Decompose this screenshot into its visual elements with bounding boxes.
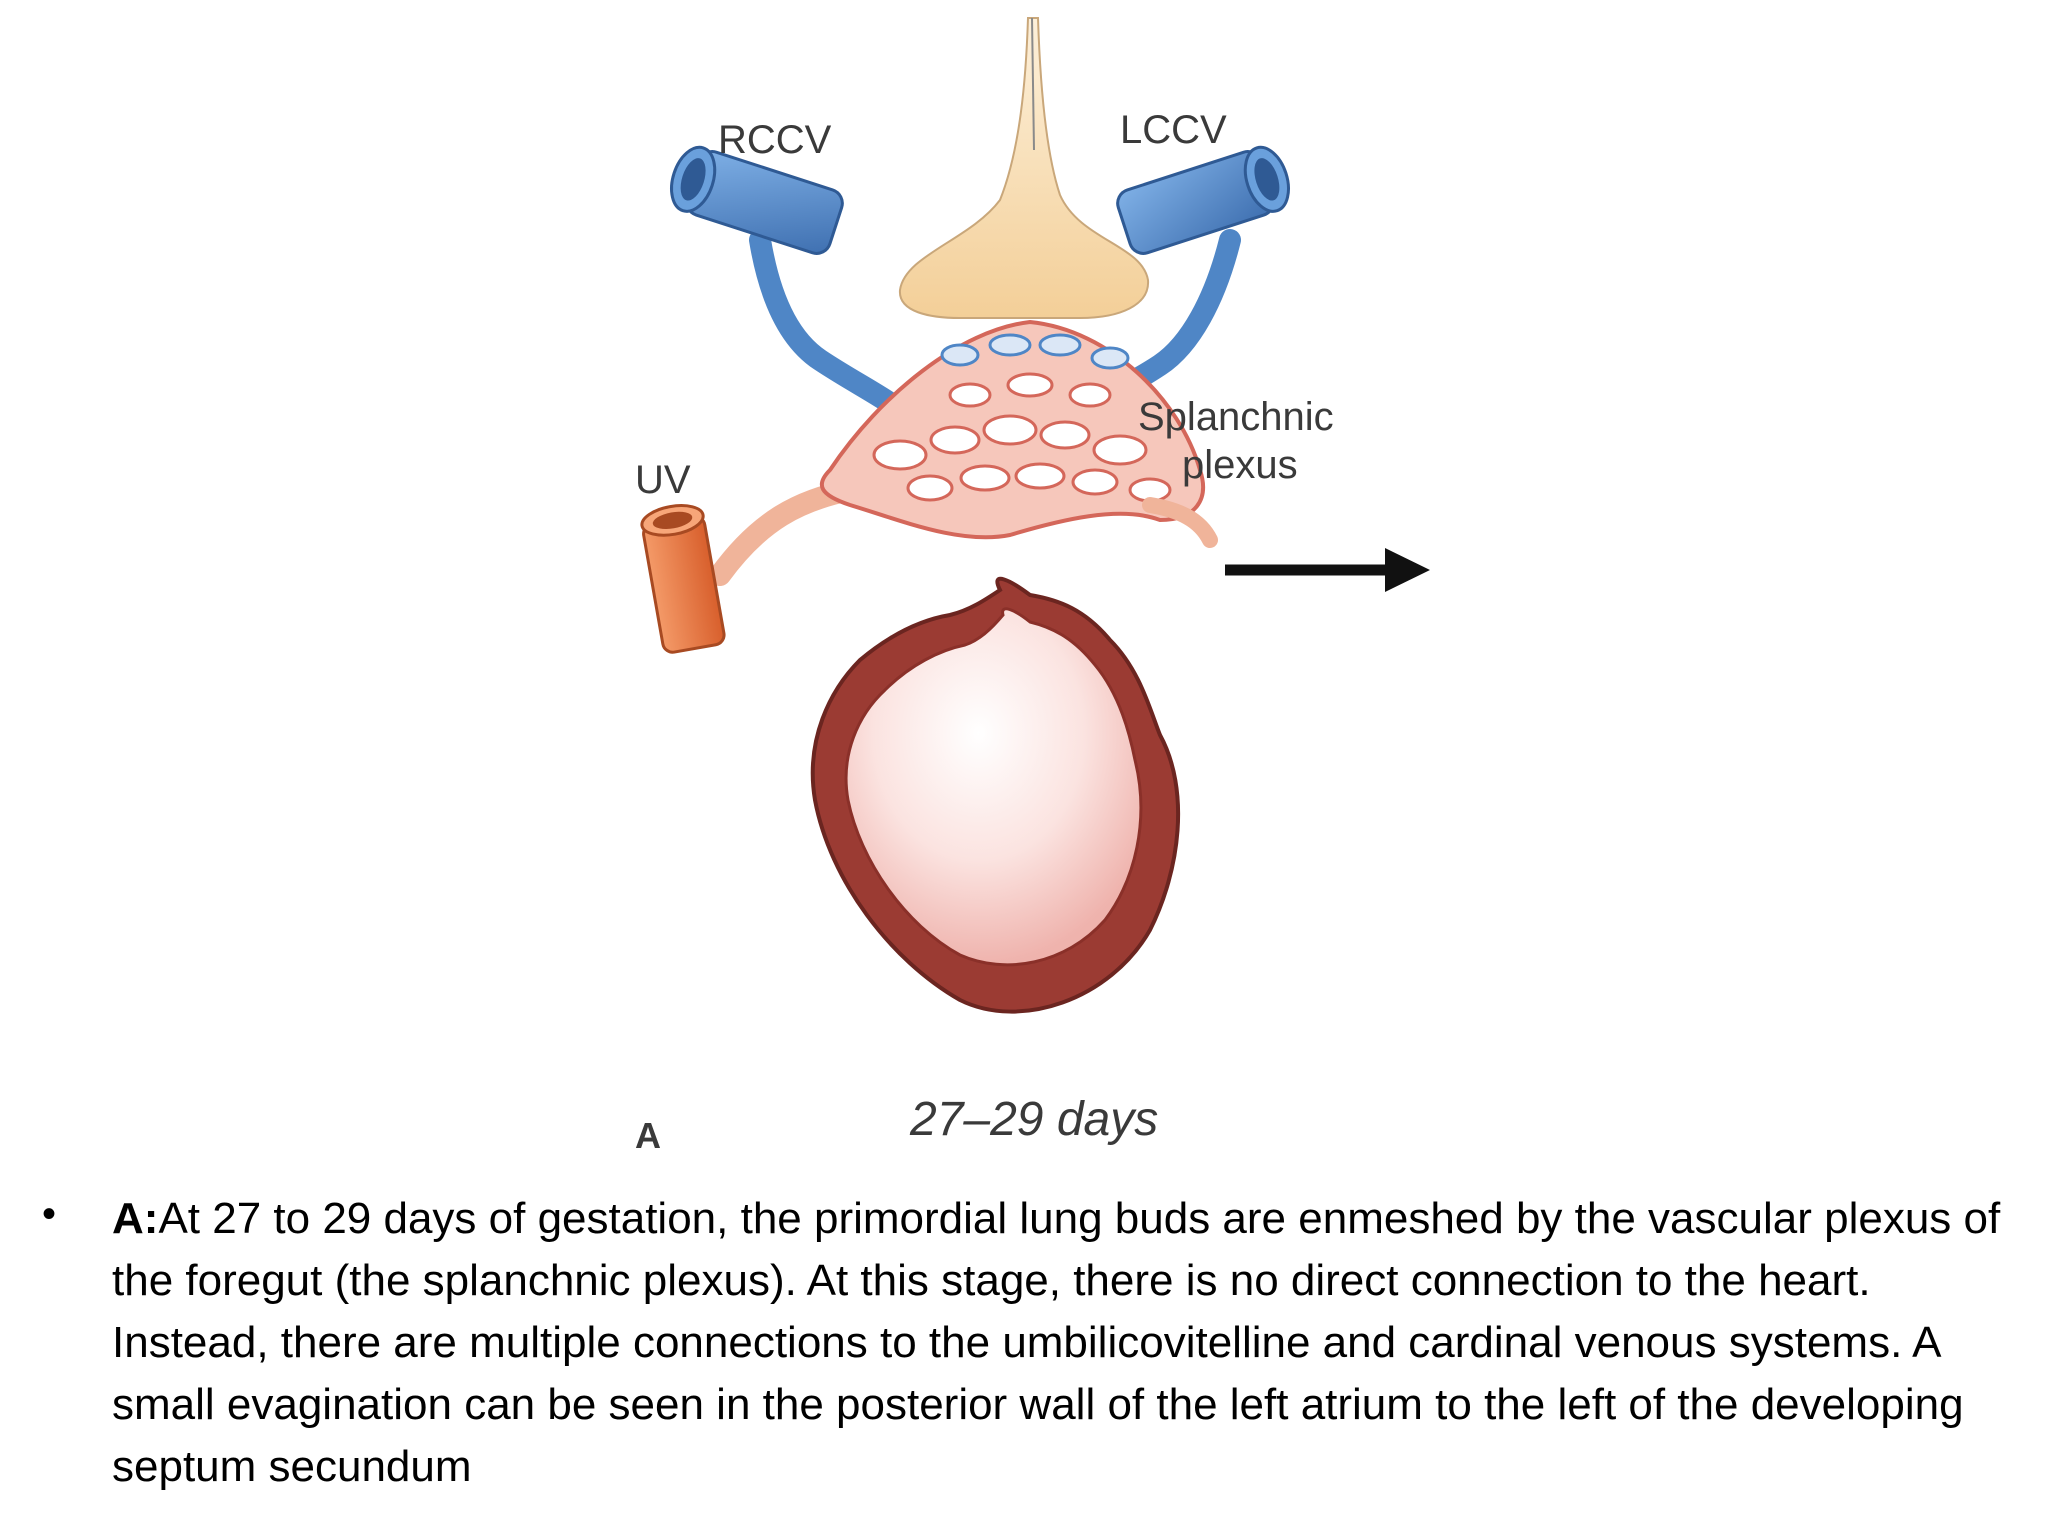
stage-label: 27–29 days	[909, 1093, 1158, 1146]
panel-label: A	[635, 1115, 661, 1156]
uv-label: UV	[635, 458, 691, 502]
embryology-figure: RCCV LCCV UV Splanchnic plexus A 27–29 d…	[635, 17, 1430, 1156]
lung-bud	[898, 17, 1150, 319]
plexus-label: plexus	[1182, 443, 1298, 487]
rccv-vessel	[670, 145, 911, 421]
rccv-label: RCCV	[718, 118, 832, 162]
splanchnic-label: Splanchnic	[1138, 395, 1334, 439]
uv-vessel	[640, 479, 861, 654]
caption-text: A:At 27 to 29 days of gestation, the pri…	[112, 1188, 2022, 1498]
caption-lead: A:	[112, 1194, 159, 1243]
bullet-marker: •	[42, 1192, 57, 1236]
caption-body: At 27 to 29 days of gestation, the primo…	[112, 1194, 2001, 1491]
right-arrow-icon	[1225, 548, 1430, 592]
heart	[810, 576, 1181, 1014]
lccv-label: LCCV	[1120, 108, 1227, 152]
splanchnic-plexus	[819, 319, 1218, 548]
